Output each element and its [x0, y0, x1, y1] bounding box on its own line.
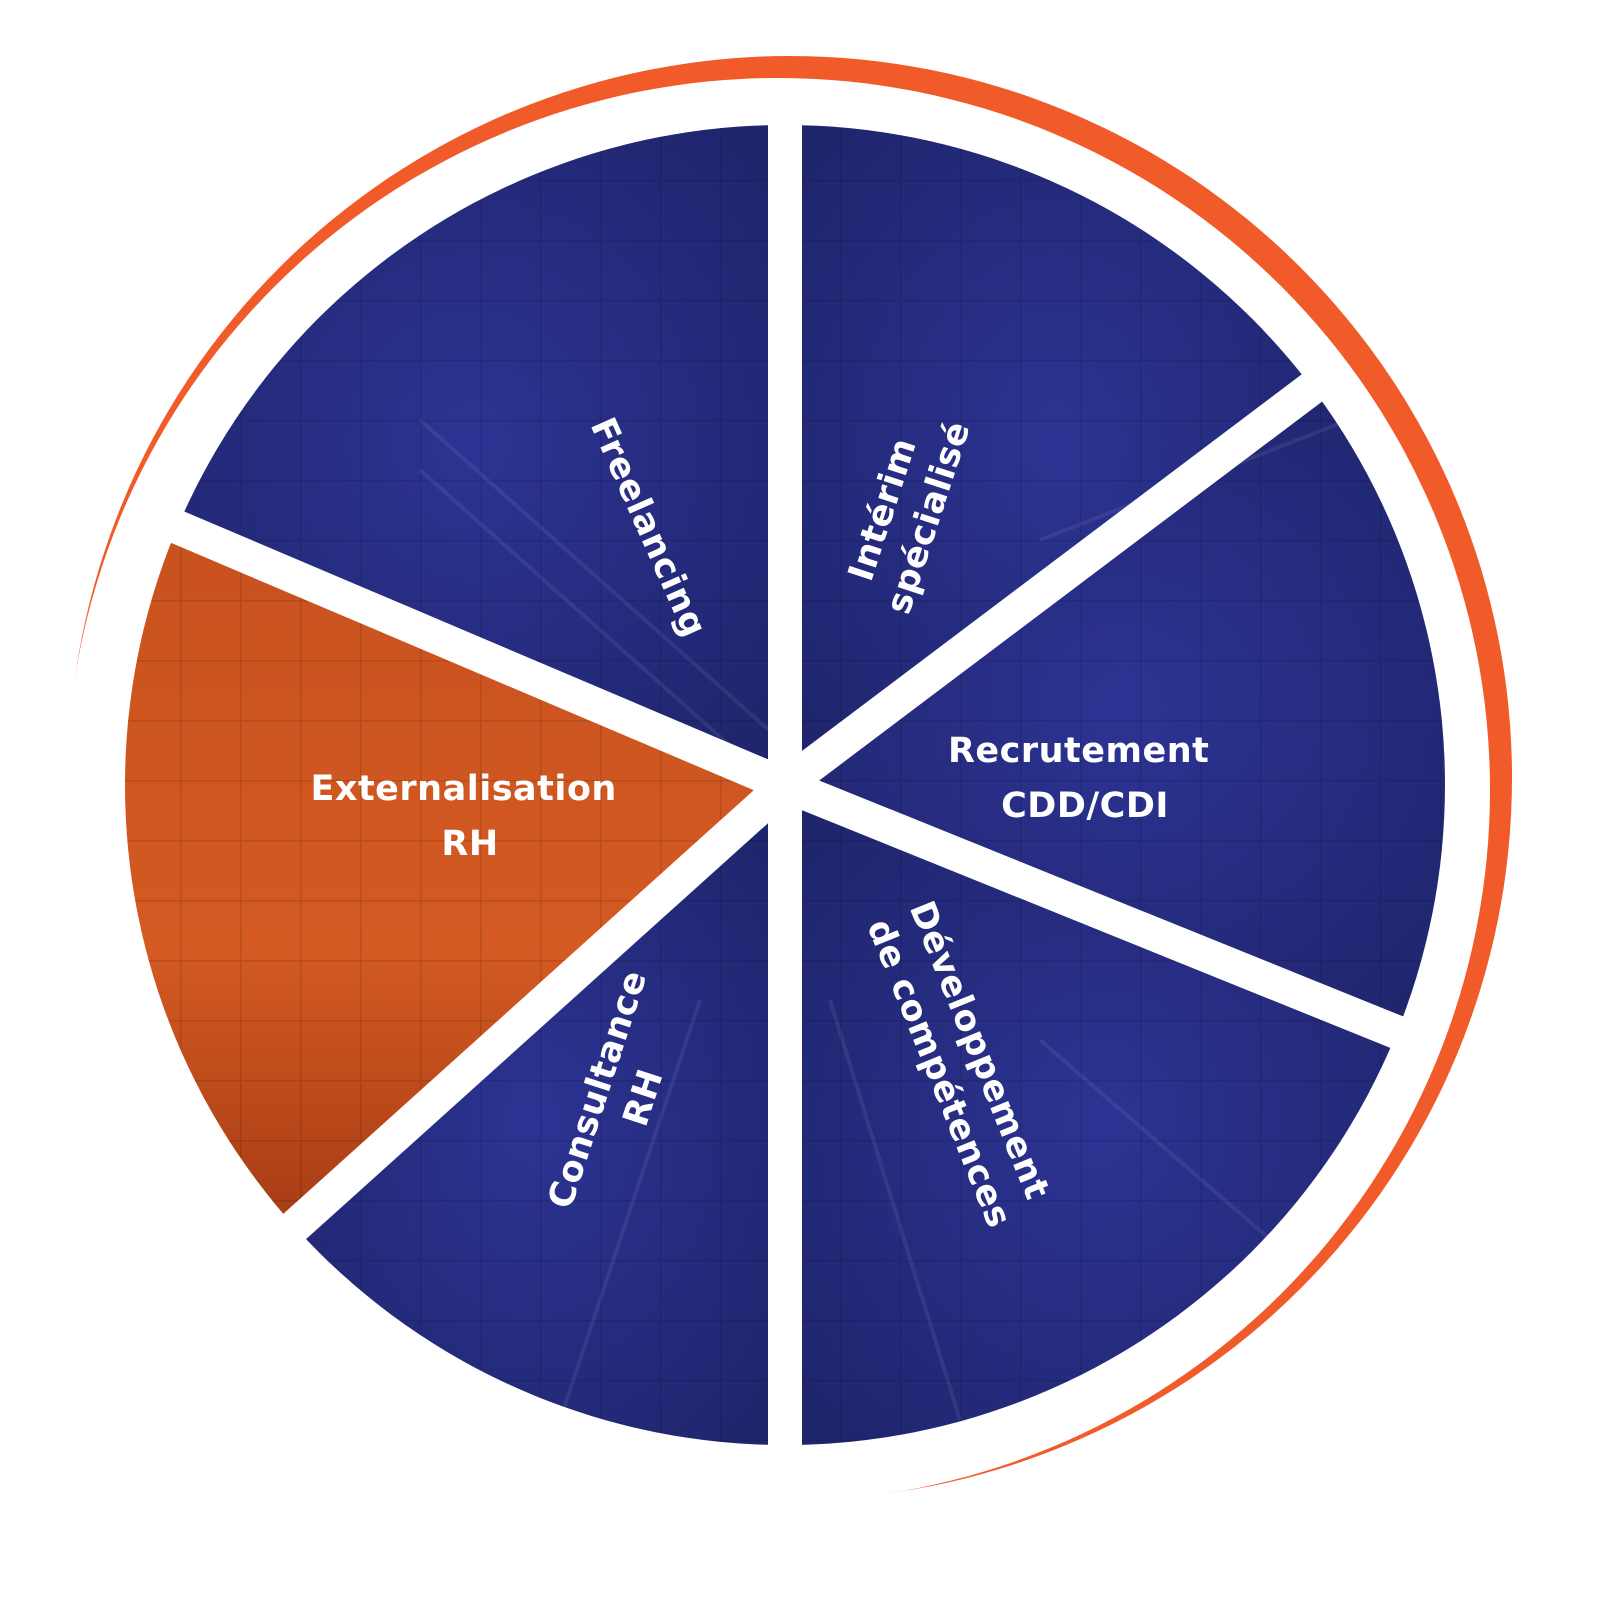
- divider-spoke: [134, 495, 792, 801]
- segment-dividers: [134, 85, 1441, 1485]
- divider-spoke: [774, 350, 1355, 799]
- divider-spoke: [253, 772, 797, 1267]
- label-recrutement: Recrutement CDD/CDI: [948, 731, 1222, 826]
- divider-spoke: [778, 769, 1441, 1063]
- label-externalisation: Externalisation RH: [310, 769, 629, 864]
